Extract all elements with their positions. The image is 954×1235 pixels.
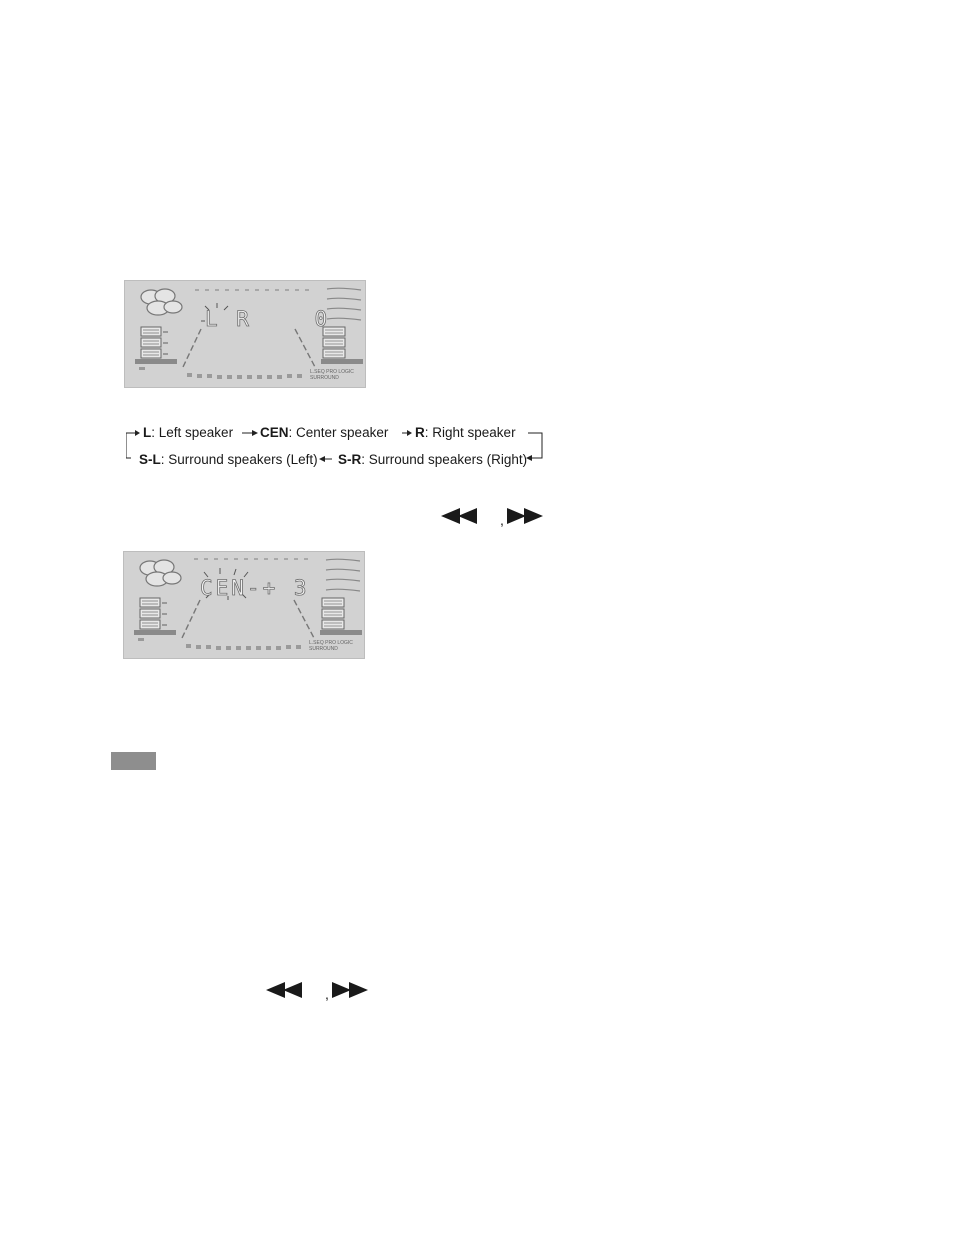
- note-tab-bar: [111, 752, 156, 770]
- speaker-desc-l: Left speaker: [158, 425, 234, 440]
- separator: :: [288, 425, 297, 440]
- display-main-text: CEN-+ 3: [200, 576, 310, 601]
- separator: :: [151, 425, 159, 440]
- skip-buttons-graphic: [441, 508, 543, 524]
- separator: :: [361, 452, 369, 467]
- status-label-seq: L.SEQ: [310, 369, 325, 375]
- sequence-item-r: R: Right speaker: [415, 425, 516, 440]
- button-separator-comma: ,: [500, 512, 504, 528]
- speaker-desc-r: Right speaker: [432, 425, 516, 440]
- separator: :: [424, 425, 433, 440]
- fast-forward-icon: [332, 982, 368, 998]
- speaker-desc-sr: Surround speakers (Right): [368, 452, 528, 467]
- display-status-labels: L.SEQ PRO LOGIC SURROUND: [309, 640, 353, 652]
- skip-buttons-graphic: [266, 982, 368, 998]
- sequence-arrows: [126, 430, 543, 462]
- speaker-code-r: R: [415, 425, 425, 440]
- skip-buttons-2: ,: [266, 980, 372, 1002]
- fast-forward-icon: [507, 508, 543, 524]
- rewind-icon: [441, 508, 477, 524]
- speaker-code-sl: S-L: [139, 452, 161, 467]
- status-label-prologic: PRO LOGIC: [325, 640, 353, 646]
- display-panel-2: CEN-+ 3 L.SEQ PRO LOGIC SURROUND: [123, 551, 365, 659]
- skip-buttons-1: ,: [441, 506, 547, 528]
- display-panel-1: L R 0 L.SEQ PRO LOGIC SURROUND: [124, 280, 366, 388]
- speaker-desc-sl: Surround speakers (Left): [168, 452, 318, 467]
- sequence-row-top: L: Left speaker: [143, 425, 233, 440]
- speaker-code-cen: CEN: [260, 425, 289, 440]
- speaker-sequence-diagram: L: Left speaker CEN: Center speaker R: R…: [126, 422, 546, 470]
- display-panel-graphics: [134, 558, 362, 650]
- speaker-code-sr: S-R: [338, 452, 362, 467]
- button-separator-comma: ,: [325, 986, 329, 1002]
- display-status-labels: L.SEQ PRO LOGIC SURROUND: [310, 369, 354, 381]
- status-label-surround: SURROUND: [310, 375, 339, 381]
- sequence-item-cen: CEN: Center speaker: [260, 425, 388, 440]
- sequence-item-sl: S-L: Surround speakers (Left): [139, 452, 318, 467]
- separator: :: [160, 452, 169, 467]
- display-main-text: L R 0: [205, 307, 331, 332]
- rewind-icon: [266, 982, 302, 998]
- display-panel-graphics: [135, 287, 363, 379]
- speaker-code-l: L: [143, 425, 152, 440]
- status-label-seq: L.SEQ: [309, 640, 324, 646]
- speaker-desc-cen: Center speaker: [296, 425, 389, 440]
- status-label-prologic: PRO LOGIC: [326, 369, 354, 375]
- status-label-surround: SURROUND: [309, 646, 338, 652]
- sequence-item-sr: S-R: Surround speakers (Right): [338, 452, 527, 467]
